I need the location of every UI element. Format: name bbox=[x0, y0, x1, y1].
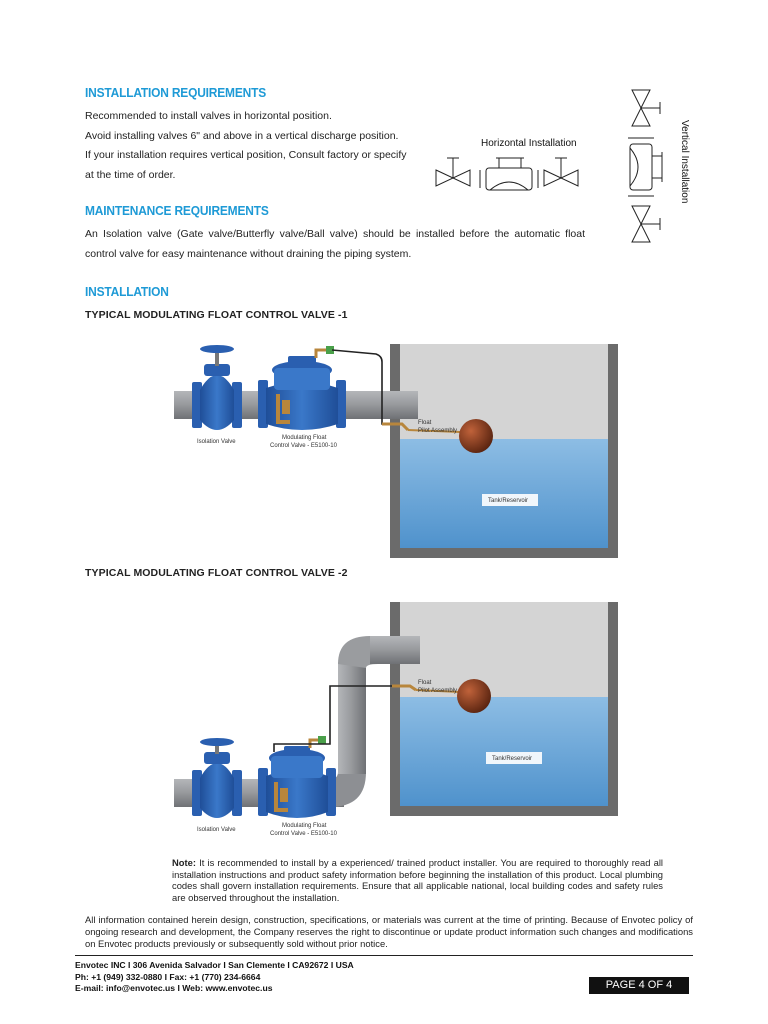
isolation-valve-label: Isolation Valve bbox=[197, 439, 236, 445]
footer-email: E-mail: info@envotec.us I Web: www.envot… bbox=[75, 983, 273, 993]
float-ball bbox=[457, 679, 491, 713]
float-pilot-assembly bbox=[382, 422, 410, 432]
handwheel-icon bbox=[200, 345, 234, 353]
requirement-line: Avoid installing valves 6" and above in … bbox=[85, 129, 399, 142]
float-valve-diagram-1: Isolation Valve Modulating Float Control… bbox=[170, 340, 620, 560]
horizontal-installation-diagram: Horizontal Installation bbox=[430, 136, 590, 206]
diagram-1-title: TYPICAL MODULATING FLOAT CONTROL VALVE -… bbox=[85, 309, 348, 321]
tank-water bbox=[400, 439, 608, 548]
control-valve bbox=[258, 736, 336, 818]
diagram-2-title: TYPICAL MODULATING FLOAT CONTROL VALVE -… bbox=[85, 567, 348, 579]
float-label: Float bbox=[418, 680, 432, 686]
tank-label: Tank/Reservoir bbox=[492, 756, 532, 762]
control-valve-label: Modulating Float bbox=[282, 435, 327, 441]
installation-requirements-heading: INSTALLATION REQUIREMENTS bbox=[85, 85, 267, 100]
maintenance-requirements-text: An Isolation valve (Gate valve/Butterfly… bbox=[85, 228, 585, 260]
pilot-tube bbox=[273, 685, 392, 752]
control-valve bbox=[258, 346, 346, 430]
vertical-installation-label: Vertical Installation bbox=[679, 120, 690, 203]
requirement-line: Recommended to install valves in horizon… bbox=[85, 110, 332, 122]
horizontal-installation-label: Horizontal Installation bbox=[481, 138, 577, 149]
isolation-valve bbox=[192, 345, 242, 430]
control-valve-label: Control Valve - E5100-10 bbox=[270, 443, 338, 449]
tank-label: Tank/Reservoir bbox=[488, 498, 528, 504]
handwheel-icon bbox=[200, 738, 234, 746]
maintenance-requirements-heading: MAINTENANCE REQUIREMENTS bbox=[85, 203, 269, 218]
disclaimer-text: All information contained herein design,… bbox=[85, 914, 693, 950]
footer-address: Envotec INC I 306 Avenida Salvador I San… bbox=[75, 960, 354, 970]
vertical-installation-diagram: Vertical Installation bbox=[620, 86, 700, 250]
float-valve-diagram-2: Isolation Valve Modulating Float Control… bbox=[170, 602, 620, 842]
control-valve-label: Modulating Float bbox=[282, 823, 327, 829]
note-label: Note: bbox=[172, 857, 196, 868]
float-label: Pilot Assembly bbox=[418, 428, 457, 434]
note-block: Note: It is recommended to install by a … bbox=[172, 857, 663, 904]
requirement-line: If your installation requires vertical p… bbox=[85, 149, 407, 161]
pilot-tube bbox=[331, 349, 402, 425]
page-number-badge: PAGE 4 OF 4 bbox=[589, 977, 689, 994]
footer-contact: Envotec INC I 306 Avenida Salvador I San… bbox=[75, 960, 354, 995]
control-valve-label: Control Valve - E5100-10 bbox=[270, 831, 338, 837]
tank-water bbox=[400, 697, 608, 806]
installation-heading: INSTALLATION bbox=[85, 284, 169, 299]
requirement-line: at the time of order. bbox=[85, 168, 176, 181]
float-pilot-assembly bbox=[392, 684, 417, 692]
footer-phone: Ph: +1 (949) 332-0880 I Fax: +1 (770) 23… bbox=[75, 971, 261, 982]
float-label: Pilot Assembly bbox=[418, 688, 457, 694]
note-text: It is recommended to install by a experi… bbox=[172, 857, 663, 904]
float-label: Float bbox=[418, 420, 432, 426]
float-ball bbox=[459, 419, 493, 453]
installation-requirements-text: Recommended to install valves in horizon… bbox=[85, 107, 425, 185]
footer-divider bbox=[75, 955, 693, 956]
isolation-valve bbox=[192, 738, 242, 818]
isolation-valve-label: Isolation Valve bbox=[197, 827, 236, 833]
